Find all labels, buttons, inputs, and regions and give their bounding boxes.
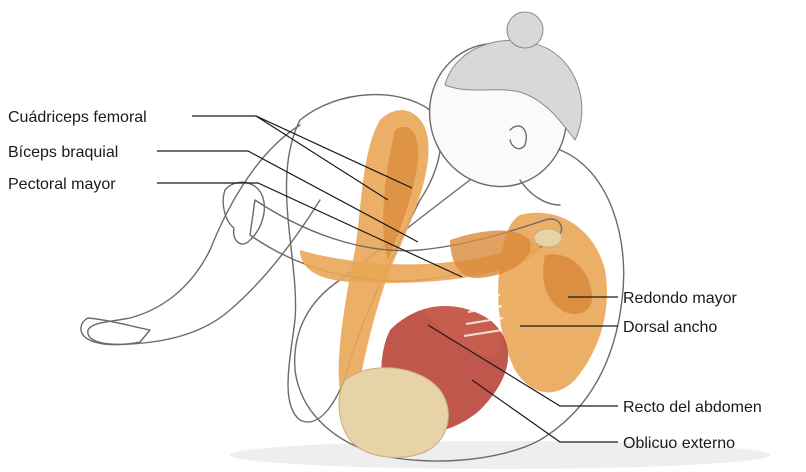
hair-bun	[507, 12, 543, 48]
label-pectoral-mayor: Pectoral mayor	[8, 176, 116, 193]
shoulder-bone	[534, 229, 562, 247]
hand-outline	[223, 182, 264, 244]
shin-outline	[88, 125, 320, 344]
label-redondo-mayor: Redondo mayor	[623, 290, 738, 307]
neck	[520, 180, 560, 205]
label-cuadriceps-femoral: Cuádriceps femoral	[8, 109, 147, 126]
label-dorsal-ancho: Dorsal ancho	[623, 319, 717, 336]
foot-outline	[81, 318, 150, 345]
head	[409, 12, 586, 206]
label-oblicuo-externo: Oblicuo externo	[623, 435, 735, 452]
label-recto-del-abdomen: Recto del abdomen	[623, 399, 762, 416]
label-biceps-braquial: Bíceps braquial	[8, 144, 118, 161]
